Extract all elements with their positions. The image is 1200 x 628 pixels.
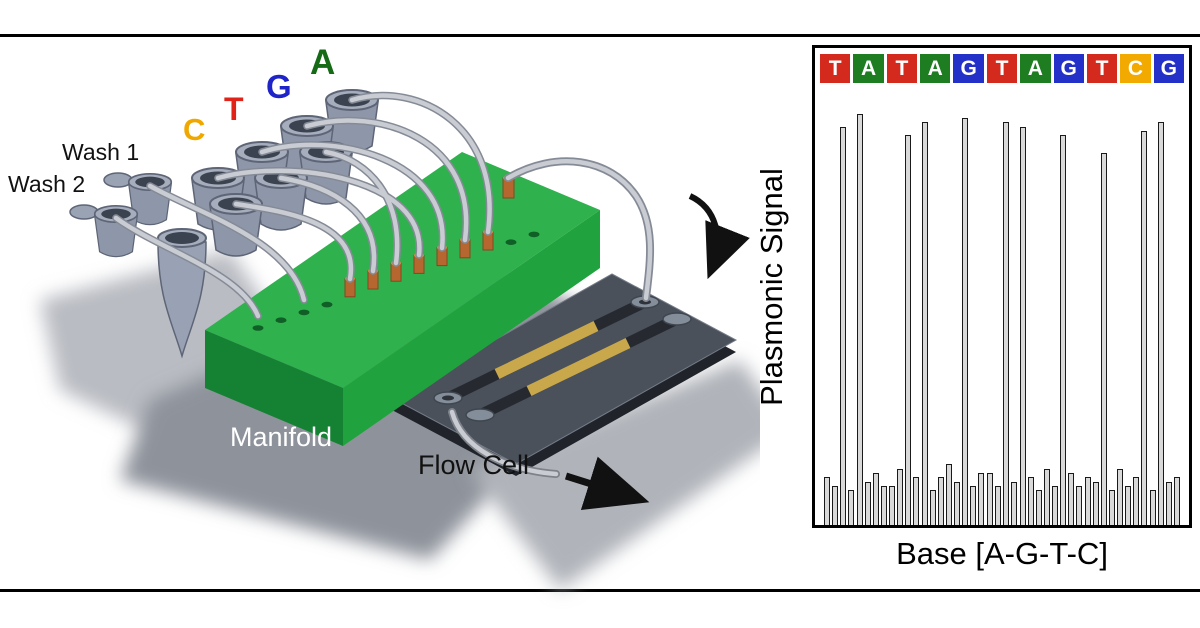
bar-group	[986, 92, 1017, 525]
signal-bar	[937, 477, 944, 525]
frame-line-top	[0, 34, 1200, 37]
manifold-block	[205, 152, 600, 446]
base-tile-T: T	[986, 54, 1018, 83]
wash2-label: Wash 2	[8, 171, 85, 197]
apparatus-scene: Wash 1 Wash 2 C T G A Manifold Flow Cell	[8, 43, 760, 590]
reagent-letter-C: C	[183, 112, 205, 147]
bar-group	[1052, 92, 1083, 525]
bar-group	[889, 92, 920, 525]
base-tile-G: G	[953, 54, 984, 83]
chart-ylabel: Plasmonic Signal	[754, 168, 789, 406]
signal-bar	[1019, 126, 1026, 525]
reagent-letter-A: A	[310, 43, 335, 82]
signal-bar	[1141, 130, 1148, 525]
signal-bar	[929, 490, 936, 525]
bar-group	[824, 92, 854, 525]
output-tubing	[504, 157, 655, 302]
base-tile-T: T	[1086, 54, 1118, 83]
signal-bar	[1157, 122, 1164, 525]
signal-bar	[1149, 490, 1156, 525]
signal-bar	[840, 126, 846, 525]
signal-bar	[1108, 490, 1115, 525]
wash1-cap	[103, 172, 133, 188]
reagent-tubing	[112, 91, 494, 320]
manifold-side-face	[205, 330, 343, 446]
reagent-letter-G: G	[266, 68, 292, 105]
signal-bar	[962, 117, 969, 525]
signal-bar	[1084, 477, 1091, 525]
inflow-curved-arrow	[688, 193, 750, 280]
outflow-arrow	[564, 456, 650, 511]
signal-bar	[986, 473, 993, 525]
wash2-cap	[69, 204, 99, 220]
signal-bar	[1117, 468, 1124, 525]
base-tile-T: T	[820, 54, 851, 83]
signal-bar	[824, 477, 830, 525]
signal-bar	[897, 468, 904, 525]
signal-bar	[905, 135, 912, 525]
signal-bar	[913, 477, 920, 525]
signal-bar	[978, 473, 985, 525]
gold-strip-1	[494, 321, 599, 379]
signal-bar	[1060, 135, 1067, 525]
manifold-front-face	[343, 210, 600, 446]
flow-cell	[390, 273, 738, 476]
signal-bar	[848, 490, 854, 525]
signal-bar	[889, 486, 896, 525]
signal-bar	[1010, 481, 1017, 525]
signal-bar	[1052, 486, 1059, 525]
bars-area	[821, 92, 1183, 525]
signal-bar	[921, 122, 928, 525]
base-tile-G: G	[1153, 54, 1184, 83]
bar-group	[1084, 92, 1115, 525]
signal-bar	[872, 473, 879, 525]
wash1-label: Wash 1	[62, 139, 139, 165]
bar-group	[954, 92, 985, 525]
base-tile-T: T	[886, 54, 918, 83]
manifold-label: Manifold	[230, 422, 332, 452]
signal-bar	[994, 486, 1001, 525]
signal-bar	[1027, 477, 1034, 525]
signal-bar	[1092, 481, 1099, 525]
signal-bar	[1068, 473, 1075, 525]
base-tile-A: A	[920, 54, 951, 83]
reagent-letter-T: T	[224, 91, 244, 127]
signal-bar	[1165, 481, 1172, 525]
flow-cell-label: Flow Cell	[418, 450, 529, 480]
chart-xlabel: Base [A-G-T-C]	[896, 536, 1108, 571]
signal-bar	[954, 481, 961, 525]
bar-group	[1149, 92, 1180, 525]
reagent-tubes	[69, 89, 379, 258]
gold-strip-2	[526, 338, 631, 396]
signal-bar	[945, 464, 952, 525]
frame-line-bottom	[0, 589, 1200, 592]
signal-bar	[1100, 152, 1107, 525]
bar-group	[921, 92, 952, 525]
signal-bar	[832, 486, 838, 525]
outlet-tubing	[448, 408, 560, 478]
signal-bar	[1076, 486, 1083, 525]
base-tile-C: C	[1120, 54, 1151, 83]
front-cone-tube	[157, 228, 207, 359]
signal-bar	[1173, 477, 1180, 525]
manifold-top-face	[205, 152, 600, 388]
signal-bar	[856, 113, 863, 525]
signal-bar	[1035, 490, 1042, 525]
signal-bar	[880, 486, 887, 525]
signal-bar	[1133, 477, 1140, 525]
signal-bar	[1002, 122, 1009, 525]
bar-group	[856, 92, 887, 525]
signal-bar	[1125, 486, 1132, 525]
bar-group	[1117, 92, 1148, 525]
base-tile-A: A	[853, 54, 884, 83]
bar-group	[1019, 92, 1050, 525]
signal-bar	[970, 486, 977, 525]
signal-bar	[1043, 468, 1050, 525]
base-tile-G: G	[1053, 54, 1084, 83]
base-tile-A: A	[1020, 54, 1051, 83]
signal-bar	[864, 481, 871, 525]
